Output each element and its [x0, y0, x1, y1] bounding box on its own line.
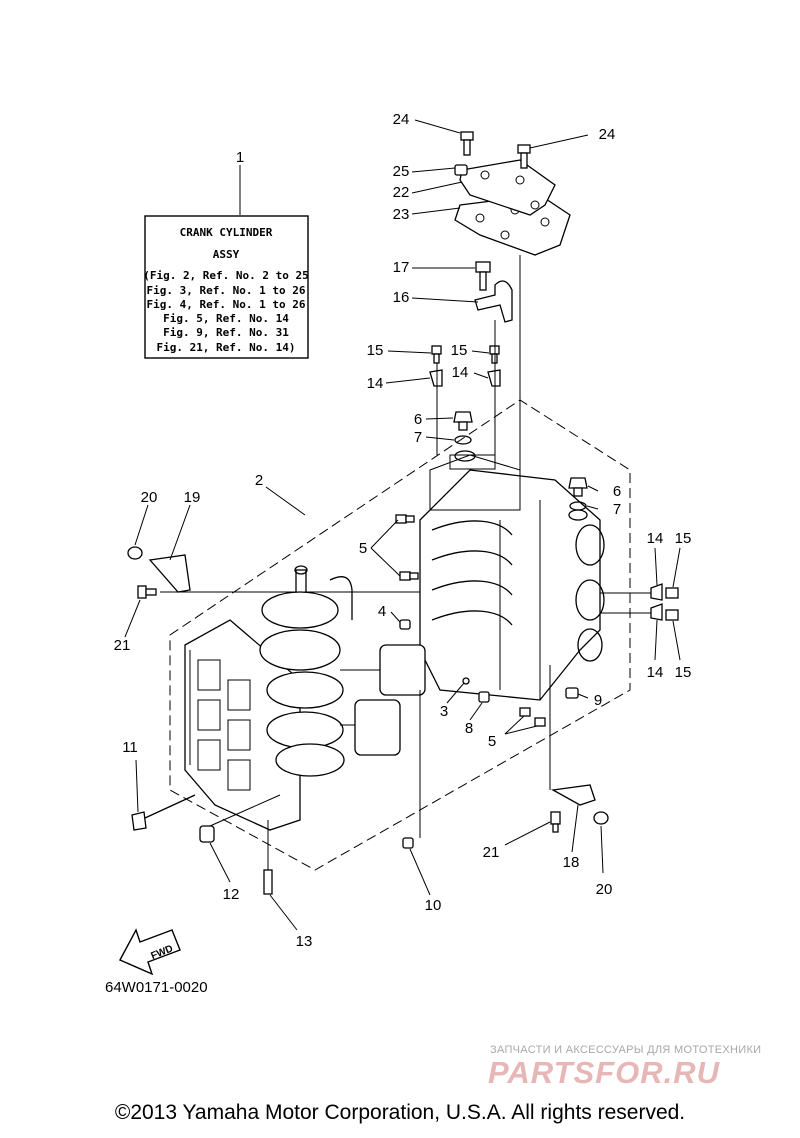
callout-label: 9: [594, 692, 602, 709]
clamp: [650, 603, 663, 621]
callout-label: 24: [393, 111, 410, 128]
callout-label: 20: [141, 489, 158, 506]
assembly-title-line1: CRANK CYLINDER: [180, 226, 273, 239]
bolt: [665, 609, 679, 621]
bolt: [517, 144, 531, 169]
assembly-ref-line: Fig. 9, Ref. No. 31: [163, 326, 289, 339]
bolt: [460, 131, 474, 156]
callout-label: 8: [465, 720, 473, 737]
figure-code: 64W0171-0020: [105, 979, 208, 996]
assembly-lines: [160, 255, 651, 870]
callout-label: 14: [367, 375, 384, 392]
callout-label: 15: [451, 342, 468, 359]
callout-label: 14: [452, 364, 469, 381]
callout-label: 13: [296, 933, 313, 950]
cover-plate: [148, 554, 191, 593]
callout-label: 14: [647, 530, 664, 547]
fitting: [534, 717, 546, 727]
dowel-pin: [402, 837, 414, 849]
callout-label: 11: [122, 739, 138, 756]
callout-label: 20: [596, 881, 613, 898]
callout-labels: 1 24 24 25 22 23 17 16 15 15 14 14 6 7 6…: [114, 111, 692, 950]
callout-label: 3: [440, 703, 448, 720]
cover-plate: [550, 784, 596, 806]
bolt: [131, 794, 196, 831]
assembly-reference-box: CRANK CYLINDER ASSY (Fig. 2, Ref. No. 2 …: [143, 165, 309, 359]
callout-label: 17: [393, 259, 410, 276]
leader-lines: [124, 119, 681, 931]
clamp: [429, 369, 443, 387]
cylinder-cover: [184, 619, 301, 831]
plug: [593, 811, 609, 825]
callout-label: 15: [675, 664, 692, 681]
callout-label: 7: [613, 501, 621, 518]
watermark-tagline: ЗАПЧАСТИ И АКСЕССУАРЫ ДЛЯ МОТОТЕХНИКИ: [490, 1044, 762, 1056]
plug: [478, 691, 490, 703]
callout-label: 15: [675, 530, 692, 547]
fitting: [395, 514, 415, 524]
callout-label: 7: [414, 429, 422, 446]
assembly-ref-line: Fig. 3, Ref. No. 1 to 26: [147, 284, 306, 297]
screw: [550, 811, 561, 833]
callout-label: 5: [488, 733, 496, 750]
callout-label: 25: [393, 163, 410, 180]
callout-label: 6: [414, 411, 422, 428]
forward-direction-arrow-icon: FWD: [119, 928, 181, 976]
crankcase-block: [419, 450, 605, 701]
callout-label: 18: [563, 854, 580, 871]
callout-label: 14: [647, 664, 664, 681]
pin: [462, 677, 470, 685]
dowel-pin: [399, 619, 411, 630]
plug: [127, 546, 143, 560]
assembly-title-line2: ASSY: [213, 248, 240, 261]
fitting: [519, 707, 531, 717]
callout-label: 24: [599, 126, 616, 143]
assembly-ref-line: Fig. 21, Ref. No. 14): [156, 341, 295, 354]
assembly-ref-line: Fig. 4, Ref. No. 1 to 26: [147, 298, 306, 311]
washer: [454, 435, 472, 445]
assembly-ref-line: Fig. 5, Ref. No. 14: [163, 312, 289, 325]
fitting: [399, 571, 419, 581]
callout-label: 1: [236, 149, 244, 166]
screw: [137, 585, 157, 599]
callout-label: 5: [359, 540, 367, 557]
callout-label: 21: [114, 637, 131, 654]
callout-label: 23: [393, 206, 410, 223]
callout-label: 10: [425, 897, 442, 914]
bolt: [568, 477, 588, 497]
bolt: [453, 411, 473, 431]
callout-label: 19: [184, 489, 201, 506]
callout-label: 21: [483, 844, 500, 861]
callout-label: 15: [367, 342, 384, 359]
crankshaft: [259, 565, 426, 777]
bracket: [474, 261, 513, 323]
clamp: [650, 583, 663, 601]
callout-label: 2: [255, 472, 263, 489]
bolt: [431, 345, 442, 364]
plug: [565, 687, 579, 699]
callout-label: 22: [393, 184, 410, 201]
clamp: [487, 369, 501, 387]
callout-label: 4: [378, 603, 386, 620]
callout-label: 6: [613, 483, 621, 500]
stud: [263, 869, 273, 895]
copyright-notice: ©2013 Yamaha Motor Corporation, U.S.A. A…: [114, 1101, 686, 1124]
callout-label: 12: [223, 886, 240, 903]
anode: [199, 825, 215, 843]
clip: [454, 164, 468, 176]
watermark-logo: PARTSFOR.RU: [488, 1055, 721, 1090]
assembly-ref-line: (Fig. 2, Ref. No. 2 to 25: [143, 269, 309, 282]
bolt: [665, 587, 679, 599]
callout-label: 16: [393, 289, 410, 306]
washer: [569, 501, 587, 511]
